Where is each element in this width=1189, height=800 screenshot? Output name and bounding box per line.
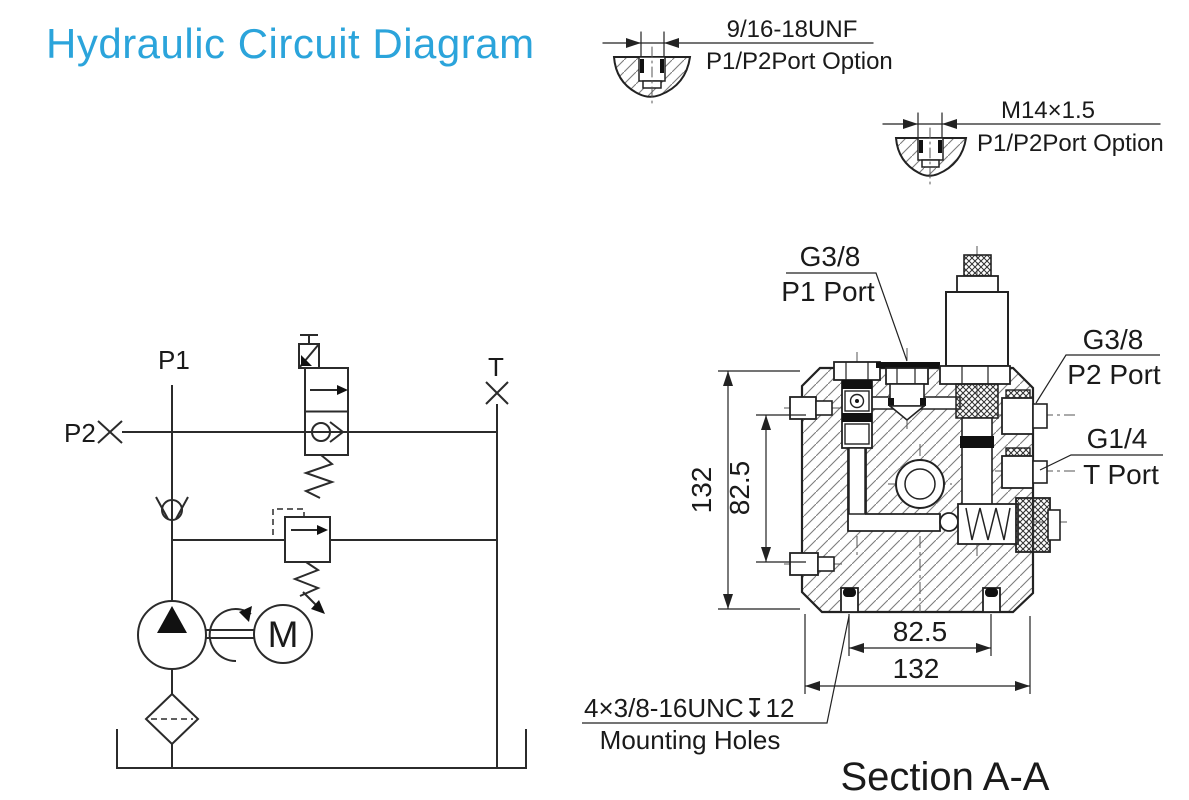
unf-thread-label: 9/16-18UNF — [727, 16, 858, 43]
callout-metric-port: M14×1.5 P1/P2Port Option — [882, 97, 1164, 187]
p1-thread-label: G3/8 — [800, 241, 861, 272]
relief-valve-symbol — [272, 508, 331, 614]
p1-port-label: P1 — [158, 345, 190, 375]
pilot-line — [272, 508, 305, 535]
dim-overall-width: 132 — [893, 653, 940, 684]
solenoid-valve-symbol — [298, 334, 349, 499]
p1-port-plug — [876, 362, 940, 422]
check-cartridge — [833, 361, 881, 515]
check-ball — [939, 512, 959, 532]
mounting-name-label: Mounting Holes — [600, 725, 781, 755]
knurled-knob-icon — [963, 254, 992, 277]
thread-section-icon — [955, 383, 999, 419]
p2-port-label: P2 — [64, 418, 96, 448]
t-port-label: T — [488, 352, 504, 382]
filter-symbol — [144, 692, 200, 746]
valve-spring-icon — [302, 454, 336, 499]
relief-spring-section — [965, 507, 1011, 541]
drain-arrow-icon — [311, 600, 325, 614]
port-cross-section-icon — [612, 46, 692, 108]
page-title: Hydraulic Circuit Diagram — [46, 20, 535, 67]
pump-symbol — [137, 600, 207, 670]
section-drawing: 132 82.5 82.5 132 G3/8 P1 Port G3/8 P2 P… — [582, 241, 1163, 799]
mounting-hole — [982, 587, 1001, 613]
check-valve-symbol — [155, 496, 189, 521]
t-port-fitting — [1001, 447, 1048, 489]
dim-arrow-icon — [903, 119, 918, 129]
metric-thread-label: M14×1.5 — [1001, 97, 1095, 124]
callout-unf-port: 9/16-18UNF P1/P2Port Option — [602, 16, 893, 108]
metric-option-label: P1/P2Port Option — [977, 130, 1164, 157]
section-title: Section A-A — [840, 755, 1049, 799]
dim-arrow-icon — [942, 119, 957, 129]
motor-symbol — [253, 604, 313, 664]
side-plug-lower — [789, 552, 835, 576]
rotation-arrow-icon — [208, 608, 252, 663]
motor-label: M — [268, 614, 299, 655]
p2-port-fitting — [1001, 389, 1048, 435]
hydraulic-schematic — [97, 334, 527, 769]
tank-symbol — [116, 729, 527, 769]
p2-thread-label: G3/8 — [1083, 324, 1144, 355]
t-thread-label: G1/4 — [1087, 423, 1148, 454]
p2-portname-label: P2 Port — [1067, 359, 1161, 390]
t-portname-label: T Port — [1083, 459, 1159, 490]
side-plug-upper — [789, 396, 833, 420]
dim-port-spacing: 82.5 — [724, 461, 755, 516]
port-cross-section-icon — [894, 127, 968, 187]
dim-overall-height: 132 — [686, 467, 717, 514]
solenoid-coil-icon — [298, 334, 320, 369]
leader-lines — [582, 272, 1163, 724]
dim-arrow-icon — [626, 38, 641, 48]
dim-arrow-icon — [664, 38, 679, 48]
relief-cartridge — [957, 497, 1061, 553]
dim-hole-spacing: 82.5 — [893, 616, 948, 647]
solenoid-cartridge — [939, 254, 1011, 507]
relief-spring-icon — [292, 561, 321, 597]
p1-portname-label: P1 Port — [781, 276, 875, 307]
mounting-hole — [840, 587, 859, 613]
mounting-spec-label: 4×3/8-16UNC↧12 — [584, 693, 794, 723]
dimension-lines — [718, 370, 1031, 694]
unf-option-label: P1/P2Port Option — [706, 48, 893, 75]
